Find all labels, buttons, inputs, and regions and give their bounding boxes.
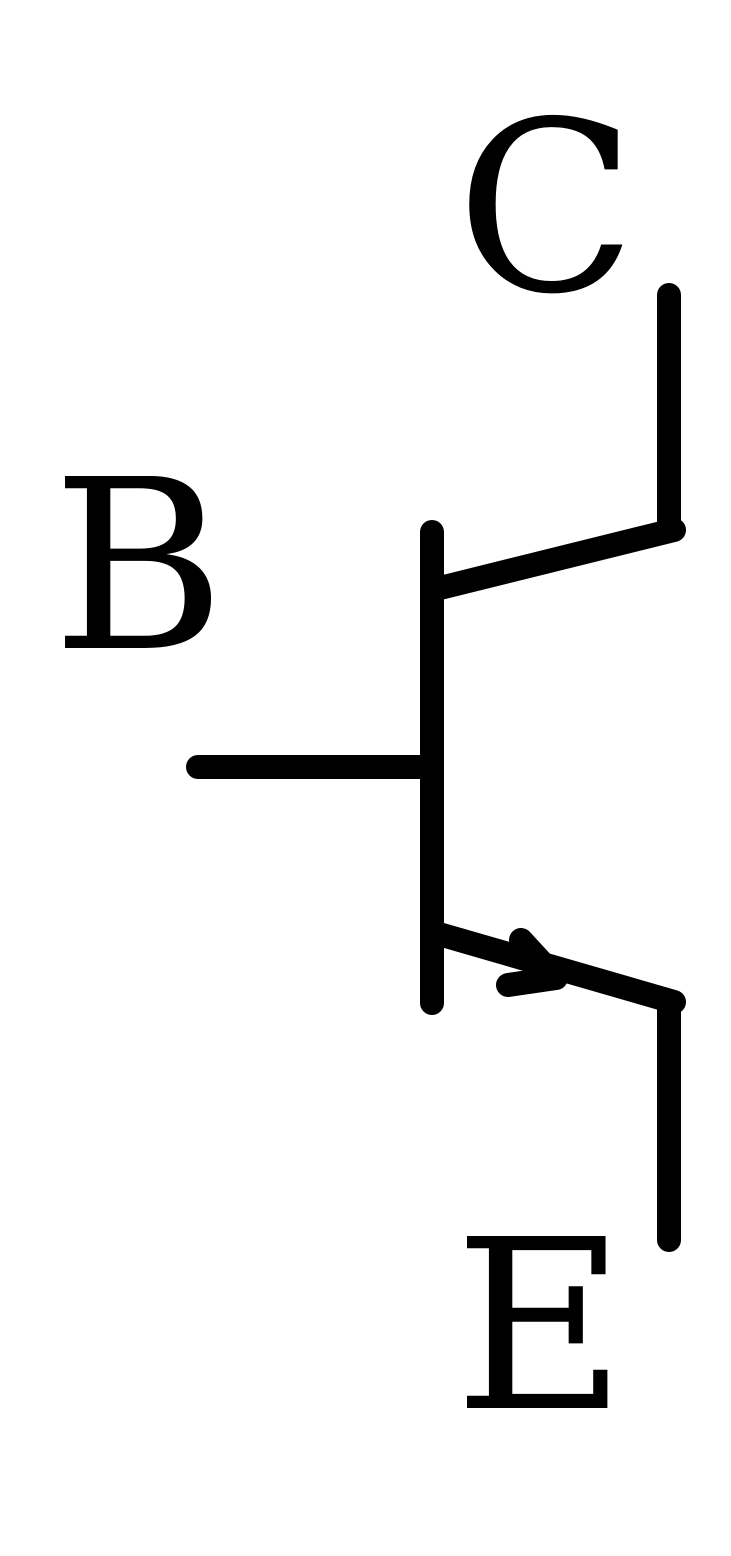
base-label: B — [52, 429, 225, 704]
collector-label: C — [456, 71, 637, 346]
emitter-arrow-icon — [496, 928, 568, 997]
collector-diagonal — [420, 518, 686, 602]
emitter-label: E — [454, 1189, 626, 1464]
